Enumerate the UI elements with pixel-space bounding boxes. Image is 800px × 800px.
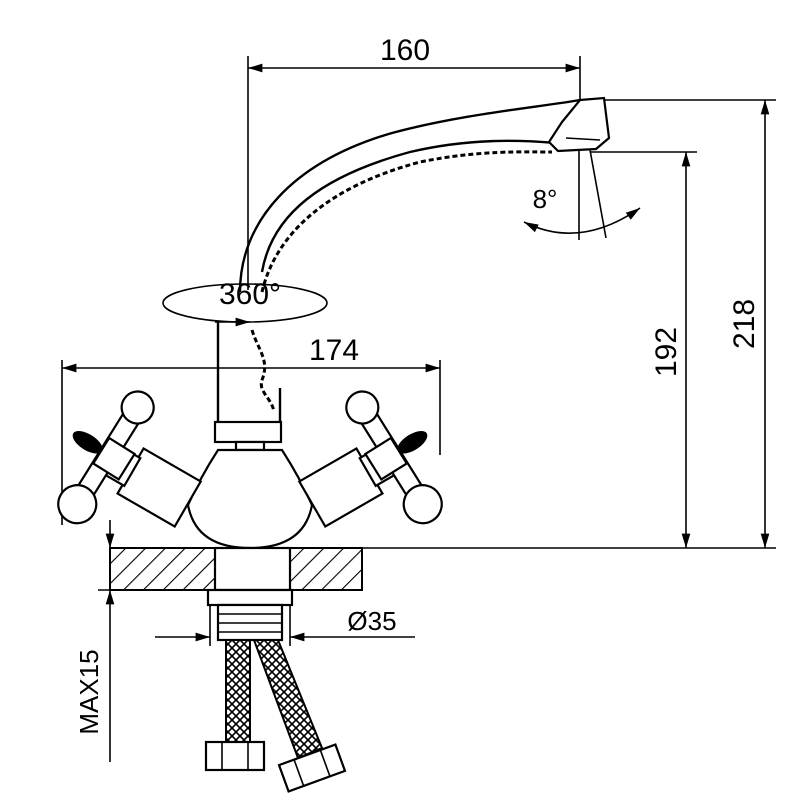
spout-tip (547, 96, 611, 153)
right-handle-bottom-knob (402, 484, 443, 525)
aerator-tilt-indicator: 8° (523, 149, 641, 240)
right-braided-hose (252, 639, 324, 760)
mounting-nut (206, 588, 294, 642)
column-hose (250, 329, 276, 413)
right-handle-arm (397, 431, 428, 454)
mounting-stem (213, 546, 292, 592)
dimension-handle-span: 174 (61, 334, 441, 525)
column-collar-ring (234, 440, 266, 452)
countertop-section (109, 546, 363, 592)
right-handle-hub (363, 436, 409, 481)
right-fitting-facet (319, 749, 331, 777)
dimension-label: 218 (728, 299, 761, 349)
left-cross-handle (57, 390, 155, 525)
dimension-spout-reach: 160 (247, 34, 581, 290)
dimension-spout-height: 192 (590, 151, 697, 548)
aerator-tilt-label: 8° (533, 184, 558, 214)
dimension-max-thickness: MAX15 (74, 520, 122, 762)
left-handle-hub (91, 436, 137, 481)
countertop-right (289, 547, 363, 591)
dimension-label: 160 (380, 34, 430, 67)
left-handle-bottom-knob (57, 484, 98, 525)
left-handle-arm (72, 431, 103, 454)
aerator-tilt-line (589, 149, 607, 239)
spout-hose (260, 150, 553, 293)
countertop-left (109, 547, 216, 591)
spout-tip-detail (565, 137, 601, 141)
column-collar (213, 420, 283, 444)
dimension-label: 192 (650, 327, 683, 377)
left-braided-hose (225, 639, 251, 743)
nut-body (206, 588, 294, 607)
dimension-label: 174 (309, 334, 359, 367)
rotation-label: 360° (219, 278, 281, 311)
spout-outer-edge (238, 98, 581, 293)
right-cross-handle (345, 390, 443, 525)
right-fitting-nut (277, 743, 347, 793)
right-hose-fitting (277, 743, 347, 793)
rotation-indicator: 360° (162, 278, 328, 327)
dimension-label: MAX15 (74, 649, 104, 734)
left-hose-fitting (204, 740, 266, 772)
dimension-label: Ø35 (347, 606, 396, 636)
body-shell (186, 448, 314, 550)
right-fitting-facet (293, 759, 305, 787)
left-handle-top-knob (120, 390, 155, 425)
left-fitting-nut (204, 740, 266, 772)
supply-hoses (204, 639, 347, 793)
spout (238, 96, 611, 293)
faucet-column (213, 322, 283, 452)
aerator-arc (523, 207, 641, 234)
right-handle-top-knob (345, 390, 380, 425)
faucet-body (103, 445, 397, 550)
spout-inner-edge (260, 139, 557, 273)
dimension-mount-hole: Ø35 (155, 605, 415, 646)
